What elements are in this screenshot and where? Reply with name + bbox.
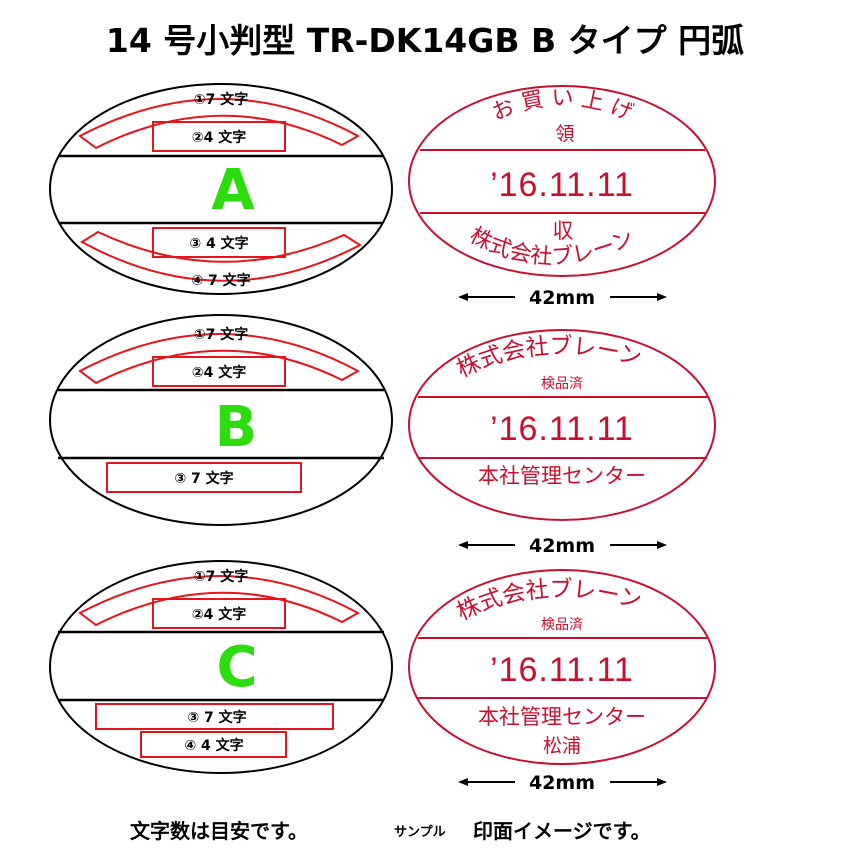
stamp-bottom-line: 本社管理センター xyxy=(478,464,646,488)
field-3-box xyxy=(95,703,334,730)
sample-stamp-3: 株式会社ブレーン 検品済 ’16.11.11 本社管理センター 松浦 42mm xyxy=(408,569,716,794)
width-dimension: 42mm xyxy=(458,772,667,794)
footer-note-image: 印面イメージです。 xyxy=(473,819,651,843)
field-1-label: ①7 文字 xyxy=(194,91,248,108)
sample-stamp-1: お 買 い 上 げ 領 ’16.11.11 収 株式会社ブレーン 42mm xyxy=(408,85,716,309)
field-4-arc-box xyxy=(80,230,363,282)
layout-letter: A xyxy=(211,158,255,223)
field-2-box xyxy=(152,356,286,387)
field-3-label: ③ 4 文字 xyxy=(189,235,248,252)
field-2-label: ②4 文字 xyxy=(192,606,246,623)
footer-sample-label: サンプル xyxy=(394,825,446,840)
field-3-label: ③ 7 文字 xyxy=(187,709,246,726)
stamp-bottom-line: 収 xyxy=(553,219,574,243)
arrow-left-icon xyxy=(458,541,468,549)
field-4-label: ④ 7 文字 xyxy=(191,272,250,289)
field-3-box xyxy=(106,462,302,493)
stamp-date: ’16.11.11 xyxy=(490,651,634,689)
arrow-right-icon xyxy=(657,541,667,549)
stamp-top-line: 検品済 xyxy=(541,376,583,392)
stamp-bottom-line: 本社管理センター xyxy=(478,705,646,729)
field-3-box xyxy=(152,227,286,258)
arrow-right-icon xyxy=(657,293,667,301)
field-4-label: ④ 4 文字 xyxy=(184,737,243,754)
stamp-top-line: 領 xyxy=(555,123,574,145)
arrow-left-icon xyxy=(458,293,468,301)
stamp-outline xyxy=(408,569,716,765)
layout-outline xyxy=(49,314,393,526)
field-2-label: ②4 文字 xyxy=(192,129,246,146)
field-2-label: ②4 文字 xyxy=(192,364,246,381)
width-dimension: 42mm xyxy=(458,287,667,309)
arrow-right-icon xyxy=(657,778,667,786)
stamp-date: ’16.11.11 xyxy=(490,166,634,204)
field-1-label: ①7 文字 xyxy=(194,326,248,343)
field-4-box xyxy=(140,731,287,758)
stamp-date: ’16.11.11 xyxy=(490,410,634,448)
layout-a-diagram: ①7 文字 ②4 文字 A ③ 4 文字 ④ 7 文字 xyxy=(49,83,393,295)
layout-outline xyxy=(49,83,393,295)
width-dimension: 42mm xyxy=(458,535,667,557)
field-1-label: ①7 文字 xyxy=(194,568,248,585)
arrow-left-icon xyxy=(458,778,468,786)
stamp-top-line: 検品済 xyxy=(541,617,583,633)
layout-b-diagram: ①7 文字 ②4 文字 B ③ 7 文字 xyxy=(49,314,393,526)
stamp-outline xyxy=(408,85,716,277)
sample-stamp-2: 株式会社ブレーン 検品済 ’16.11.11 本社管理センター 42mm xyxy=(408,329,716,557)
width-label: 42mm xyxy=(529,772,595,794)
layout-outline xyxy=(49,560,393,774)
field-2-box xyxy=(152,121,286,152)
field-3-label: ③ 7 文字 xyxy=(174,470,233,487)
width-label: 42mm xyxy=(529,287,595,309)
layout-c-diagram: ①7 文字 ②4 文字 C ③ 7 文字 ④ 4 文字 xyxy=(49,560,393,774)
stamp-bottom-line-2: 松浦 xyxy=(543,735,581,757)
page-title: 14 号小判型 TR-DK14GB B タイプ 円弧 xyxy=(106,21,744,60)
stamp-outline xyxy=(408,329,716,521)
layout-letter: B xyxy=(215,395,258,460)
width-label: 42mm xyxy=(529,535,595,557)
layout-letter: C xyxy=(216,635,257,700)
footer-note-char-count: 文字数は目安です。 xyxy=(130,819,308,843)
field-2-box xyxy=(152,598,286,629)
